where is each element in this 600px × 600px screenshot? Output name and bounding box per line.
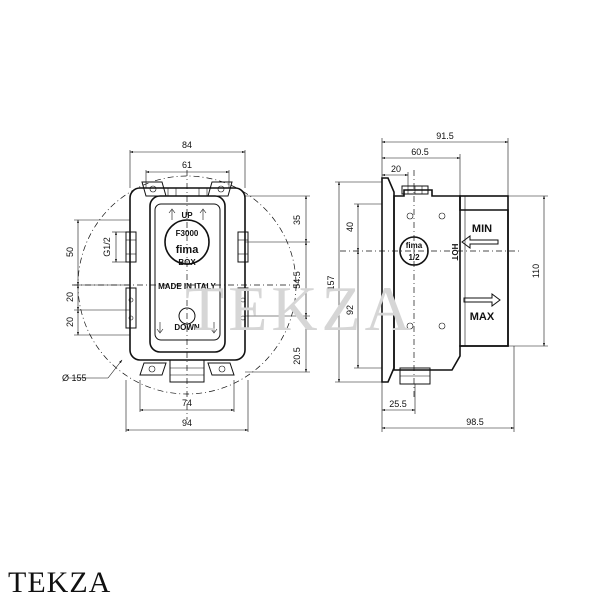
side-label-fima: fima [406,241,423,250]
dim-35: 35 [292,215,302,225]
direction-arrows [156,208,218,334]
dim-20-upper: 20 [65,292,75,302]
dim-92: 92 [345,305,355,315]
label-made-in: MADE IN ITALY [158,282,216,291]
front-face-panel [154,203,221,341]
dim-110: 110 [531,264,541,278]
side-ports [125,231,249,329]
dim-74: 74 [182,398,192,408]
side-label-min: MIN [472,223,492,235]
dim-40: 40 [345,222,355,232]
label-down: DOWN [174,323,200,332]
dim-84: 84 [182,140,192,150]
dim-157: 157 [326,275,336,290]
side-label-hot: HOT [450,244,459,261]
mounting-ears [139,181,235,376]
dim-98-5: 98.5 [466,417,484,427]
dim-91-5: 91.5 [436,131,454,141]
top-ribs [167,188,208,196]
max-arrow-icon [463,293,501,307]
dim-61: 61 [182,160,192,170]
side-label-max: MAX [470,311,495,323]
dim-g-1-2: G1/2 [102,237,112,257]
label-brand-mark: fima [176,244,200,256]
valve-circle [164,219,210,265]
label-model: F3000 [176,229,199,238]
dim-54-5: 54.5 [292,271,302,289]
dim-20-lower: 20 [65,317,75,327]
label-box: BOX [178,258,196,267]
dim-25-5: 25.5 [389,399,407,409]
min-arrow-icon [461,235,499,249]
dim-diameter-155: Ø 155 [62,373,87,383]
side-label-half: 1/2 [408,253,420,262]
dim-20: 20 [391,164,401,174]
bottom-outlet [169,359,205,383]
label-up: UP [181,211,193,220]
watermark: TEKZA [185,273,415,344]
side-cover [459,195,509,347]
side-view: fima 1/2 HOT MIN MAX 91.5 60.5 20 157 40 [326,131,548,432]
side-top-fittings [401,185,429,195]
dim-60-5: 60.5 [411,147,429,157]
lower-circle [178,307,196,325]
dim-50: 50 [65,247,75,257]
front-box-inner [149,195,226,353]
side-body [393,189,509,371]
dim-20-5: 20.5 [292,347,302,365]
front-view: UP F3000 fima BOX MADE IN ITALY DOWN 84 … [62,140,310,432]
brand-logo-text: TEKZA [8,566,112,599]
dim-94: 94 [182,418,192,428]
